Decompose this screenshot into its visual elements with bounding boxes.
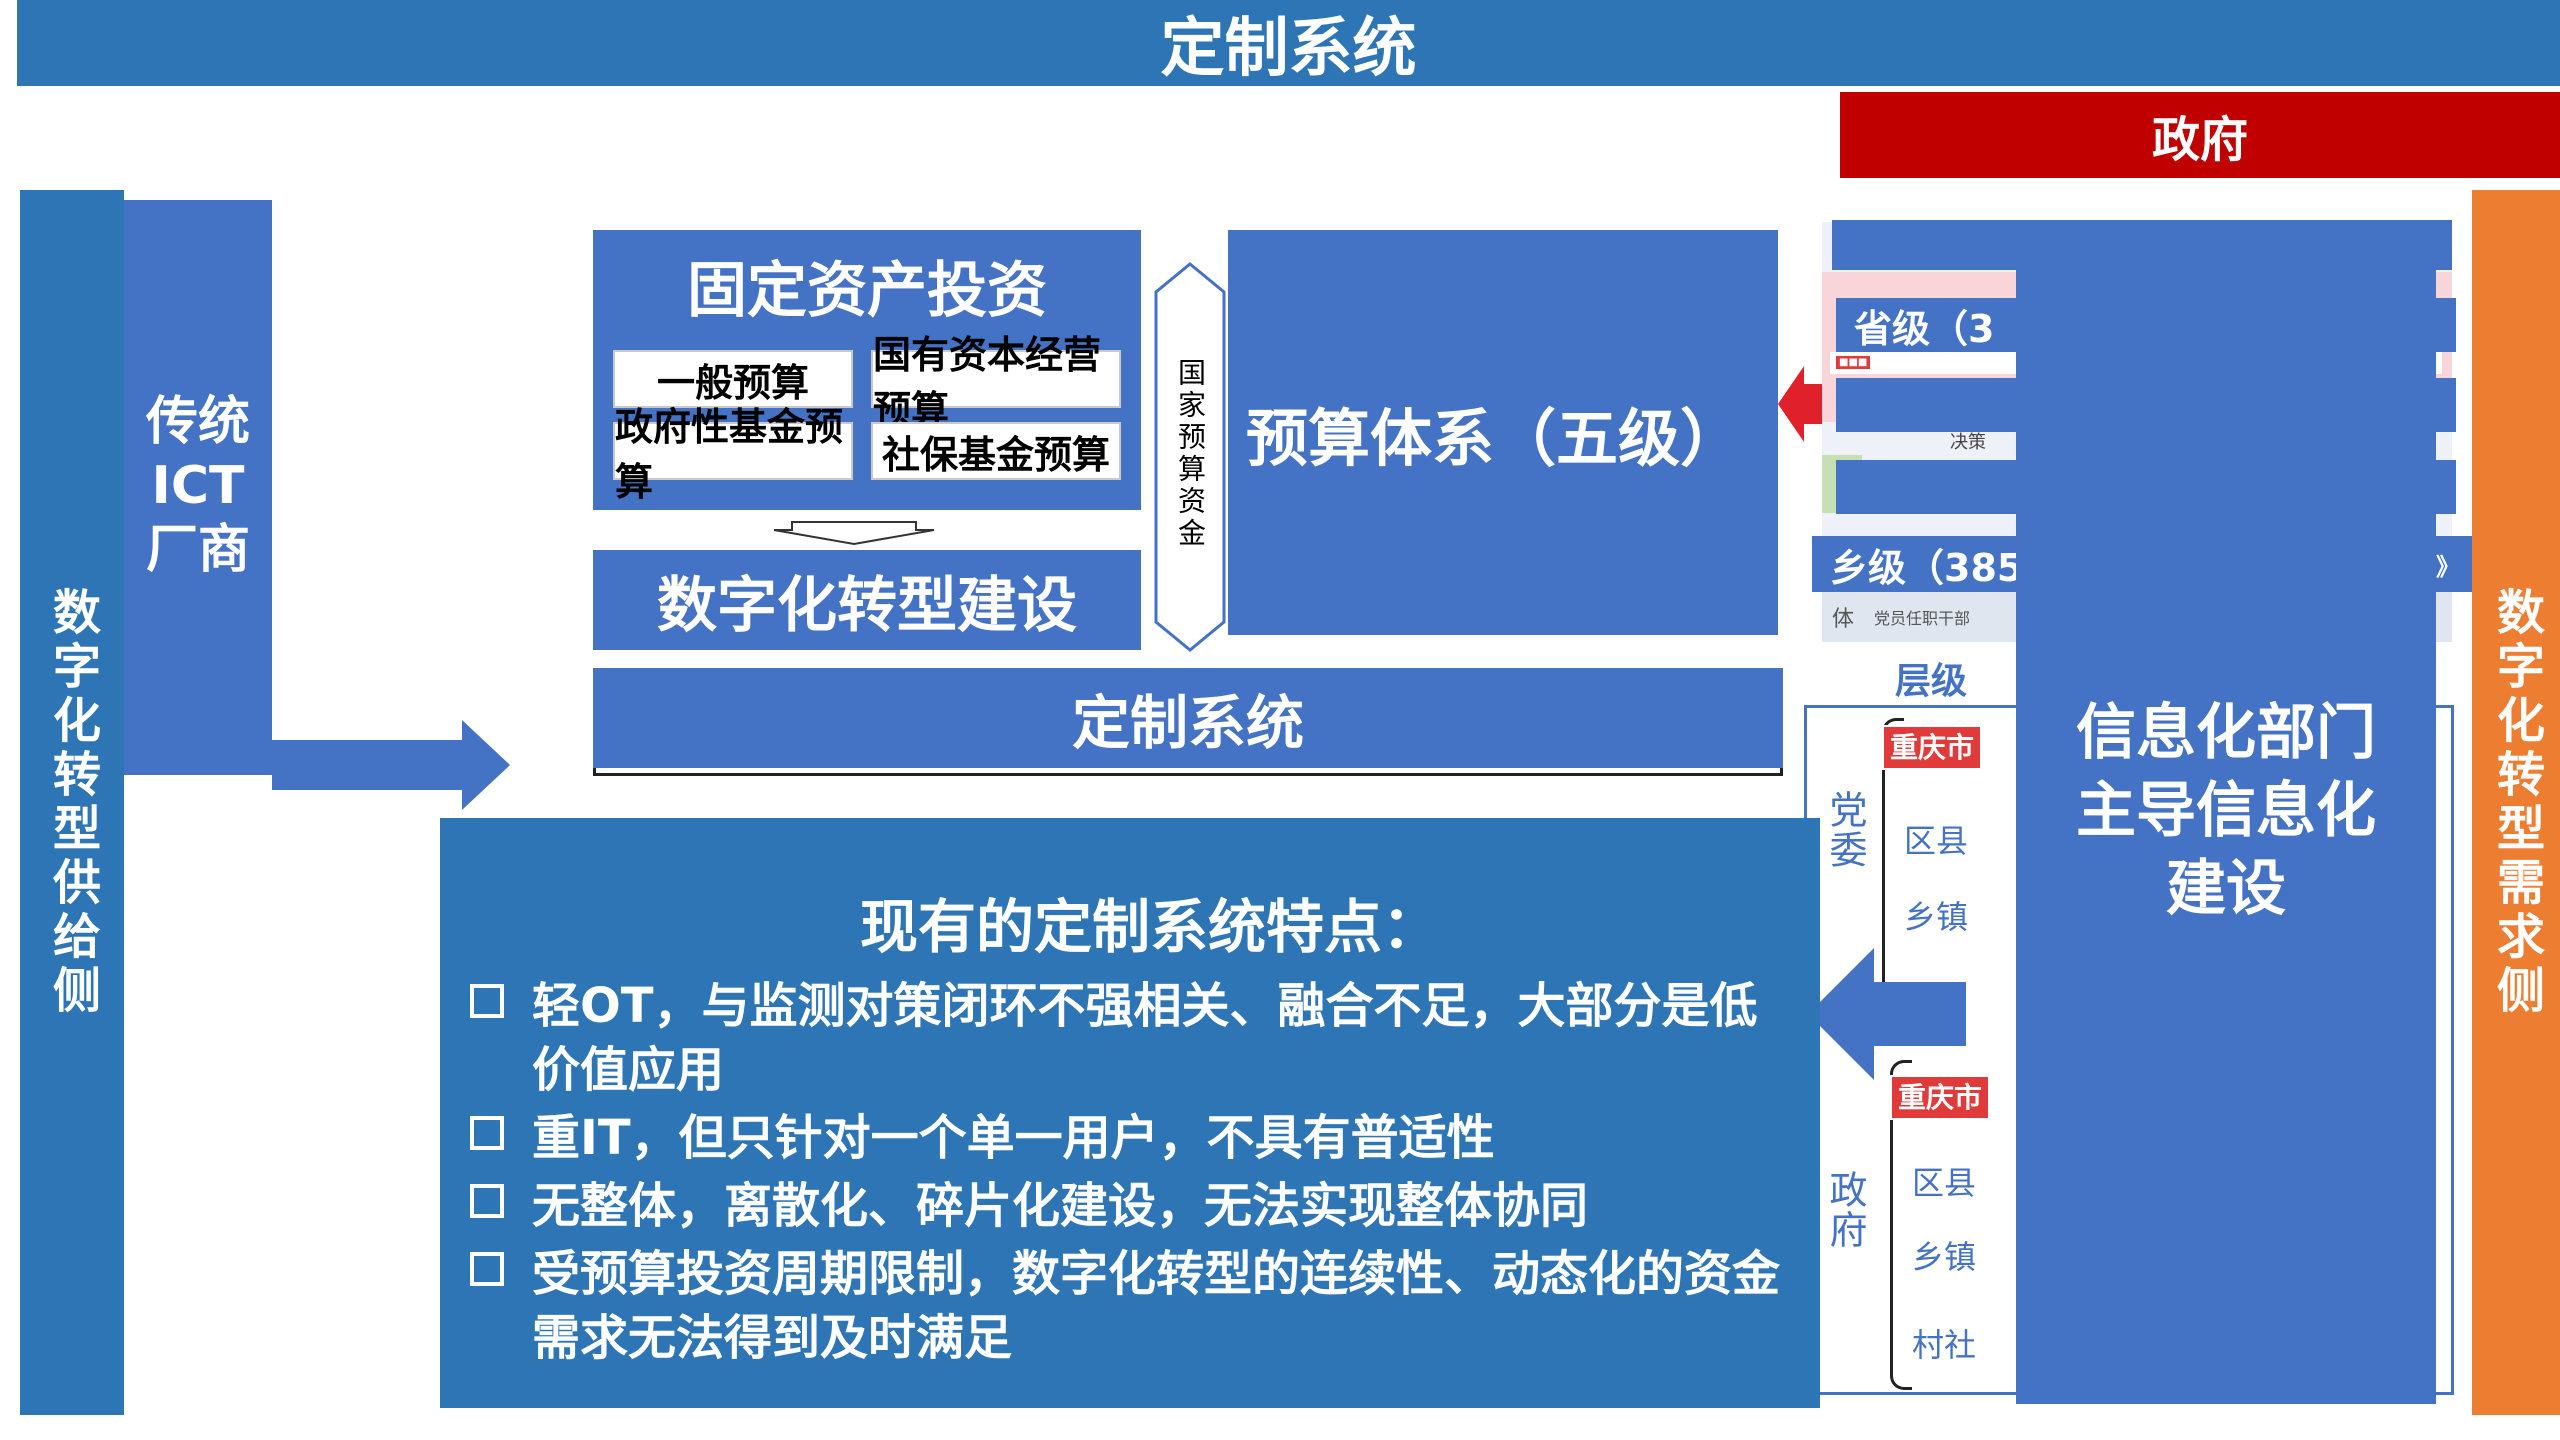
custom-system-bar: 定制系统 bbox=[593, 668, 1783, 768]
title-banner: 定制系统 bbox=[17, 0, 2560, 86]
government-brace bbox=[1890, 1060, 1912, 1390]
budget-system-box: 预算体系（五级） bbox=[1228, 230, 1778, 635]
vendor-to-system-arrow bbox=[272, 720, 510, 810]
down-arrow-icon bbox=[773, 521, 935, 546]
it-department-box: 信息化部门主导信息化建设 bbox=[2016, 224, 2436, 1404]
party-district-label: 区县 bbox=[1904, 822, 1969, 860]
government-township-label: 乡镇 bbox=[1912, 1238, 1977, 1276]
national-funds-arrow bbox=[1154, 262, 1226, 652]
party-township-label: 乡镇 bbox=[1904, 898, 1969, 936]
government-banner-label: 政府 bbox=[2151, 112, 2248, 168]
general-budget: 一般预算 bbox=[613, 350, 853, 408]
checkbox-icon bbox=[470, 1116, 504, 1150]
government-district-label: 区县 bbox=[1912, 1164, 1977, 1202]
feature-item: 受预算投资周期限制，数字化转型的连续性、动态化的资金需求无法得到及时满足 bbox=[470, 1242, 1790, 1370]
ict-vendor-box: 传统ICT厂商 bbox=[124, 200, 272, 775]
features-title: 现有的定制系统特点： bbox=[859, 893, 1440, 961]
party-city-tag: 重庆市 bbox=[1882, 725, 1983, 770]
fixed-asset-box: 固定资产投资 一般预算 国有资本经营预算 政府性基金预算 社保基金预算 bbox=[593, 230, 1141, 510]
checkbox-icon bbox=[470, 1184, 504, 1218]
budget-system-label: 预算体系（五级） bbox=[1246, 401, 1743, 475]
state-capital-budget: 国有资本经营预算 bbox=[871, 333, 1121, 432]
feature-item: 轻OT，与监测对策闭环不强相关、融合不足，大部分是低价值应用 bbox=[470, 974, 1790, 1102]
page-title: 定制系统 bbox=[1160, 12, 1417, 86]
policy-snippet: 决策 bbox=[1950, 432, 1986, 453]
fixed-asset-title: 固定资产投资 bbox=[687, 256, 1047, 326]
government-banner: 政府 bbox=[1840, 92, 2560, 178]
government-city-tag: 重庆市 bbox=[1890, 1075, 1991, 1120]
demand-side-label: 数字化转型需求侧 bbox=[2488, 586, 2544, 1019]
left-arrow-icon bbox=[1808, 948, 1966, 1080]
checkbox-icon bbox=[470, 984, 504, 1018]
government-label: 政府 bbox=[1823, 1170, 1867, 1250]
government-fund-budget: 政府性基金预算 bbox=[613, 405, 853, 504]
custom-system-bar-underline bbox=[593, 768, 1783, 776]
checkbox-icon bbox=[470, 1252, 504, 1286]
it-department-label: 信息化部门主导信息化建设 bbox=[2076, 698, 2376, 924]
supply-side-label: 数字化转型供给侧 bbox=[44, 586, 100, 1019]
supply-side-sidebar: 数字化转型供给侧 bbox=[20, 190, 124, 1415]
social-security-budget: 社保基金预算 bbox=[871, 422, 1121, 480]
layer-label: 层级 bbox=[1895, 661, 1968, 702]
feature-item: 无整体，离散化、碎片化建设，无法实现整体协同 bbox=[470, 1174, 1790, 1238]
digital-transformation-box: 数字化转型建设 bbox=[593, 550, 1141, 650]
custom-system-bar-label: 定制系统 bbox=[1071, 689, 1304, 757]
feature-item: 重IT，但只针对一个单一用户，不具有普适性 bbox=[470, 1106, 1790, 1170]
party-committee-label: 党委 bbox=[1823, 790, 1867, 870]
features-box: 现有的定制系统特点： 轻OT，与监测对策闭环不强相关、融合不足，大部分是低价值应… bbox=[440, 818, 1820, 1408]
government-village-label: 村社 bbox=[1912, 1326, 1977, 1364]
digital-transformation-label: 数字化转型建设 bbox=[657, 570, 1077, 641]
demand-side-sidebar: 数字化转型需求侧 bbox=[2472, 190, 2560, 1415]
ict-vendor-label: 传统ICT厂商 bbox=[145, 392, 250, 580]
national-funds-label: 国家预算资金 bbox=[1174, 358, 1207, 550]
